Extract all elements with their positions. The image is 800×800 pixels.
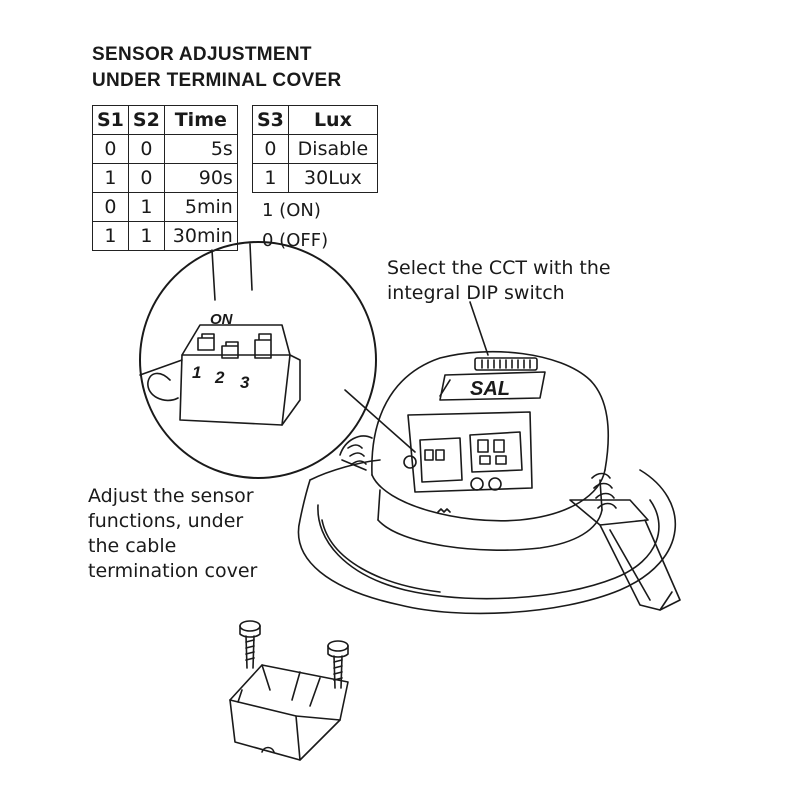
table-row: 1 1 30min <box>92 221 238 251</box>
callout-line: the cable <box>88 535 177 557</box>
downlight-trim-ring <box>297 459 676 615</box>
brand-logo-text: SAL <box>470 378 510 400</box>
callout-line: integral DIP switch <box>387 282 565 304</box>
screw-left <box>239 620 261 669</box>
cell: 5min <box>163 192 238 222</box>
cell: 0 <box>127 134 165 164</box>
table-row: 0 1 5min <box>92 192 238 222</box>
callout-line: functions, under <box>88 510 244 532</box>
cell: 0 <box>127 163 165 193</box>
cell: 5s <box>163 134 238 164</box>
cell: 1 <box>252 163 289 193</box>
dip-on-label: ON <box>210 311 234 328</box>
spring-clip-right <box>569 472 681 611</box>
cell: 1 <box>92 163 129 193</box>
cell: Disable <box>287 134 378 164</box>
cell: 0 <box>92 134 129 164</box>
callout-line: Adjust the sensor <box>88 485 254 507</box>
cct-callout: Select the CCT with the integral DIP swi… <box>387 256 611 306</box>
cell: 0 <box>92 192 129 222</box>
switch-on-legend: 1 (ON) <box>262 200 321 221</box>
cell: 1 <box>127 192 165 222</box>
table-row: 1 0 90s <box>92 163 238 193</box>
table-row: 0 Disable <box>252 134 378 164</box>
adjust-sensor-callout: Adjust the sensor functions, under the c… <box>88 484 257 584</box>
dip-number-1: 1 <box>192 363 201 382</box>
magnifier-leader-line <box>344 389 416 453</box>
header-s1: S1 <box>92 105 129 135</box>
callout-line: Select the CCT with the <box>387 257 611 279</box>
cell: 1 <box>92 221 129 251</box>
heading-line-2: UNDER TERMINAL COVER <box>92 70 342 91</box>
switch-off-legend: 0 (OFF) <box>262 230 329 251</box>
dip-number-2: 2 <box>214 368 225 387</box>
spring-clip-left <box>339 435 373 471</box>
table-header-row: S1 S2 Time <box>92 105 238 135</box>
header-s2: S2 <box>127 105 165 135</box>
screw-right <box>327 640 349 689</box>
terminal-cavity <box>403 411 533 513</box>
callout-line: termination cover <box>88 560 258 582</box>
cell: 0 <box>252 134 289 164</box>
sal-label-plate: SAL <box>439 371 546 401</box>
dip-switch-magnifier: ON 1 2 3 <box>139 241 377 479</box>
cell: 1 <box>127 221 165 251</box>
table-row: 1 30Lux <box>252 163 378 193</box>
cct-leader-line <box>469 301 489 356</box>
cell: 90s <box>163 163 238 193</box>
dip-number-3: 3 <box>240 373 250 392</box>
cell: 30Lux <box>287 163 378 193</box>
table-header-row: S3 Lux <box>252 105 378 135</box>
header-time: Time <box>163 105 238 135</box>
header-lux: Lux <box>287 105 378 135</box>
terminal-cover <box>229 664 349 761</box>
downlight-body <box>371 350 610 551</box>
heading-line-1: SENSOR ADJUSTMENT <box>92 44 312 65</box>
cell: 30min <box>163 221 238 251</box>
table-row: 0 0 5s <box>92 134 238 164</box>
body-dip-switch <box>474 357 538 371</box>
time-settings-table: S1 S2 Time 0 0 5s 1 0 90s 0 1 5min 1 1 3… <box>92 105 238 251</box>
header-s3: S3 <box>252 105 289 135</box>
lux-settings-table: S3 Lux 0 Disable 1 30Lux <box>252 105 378 193</box>
